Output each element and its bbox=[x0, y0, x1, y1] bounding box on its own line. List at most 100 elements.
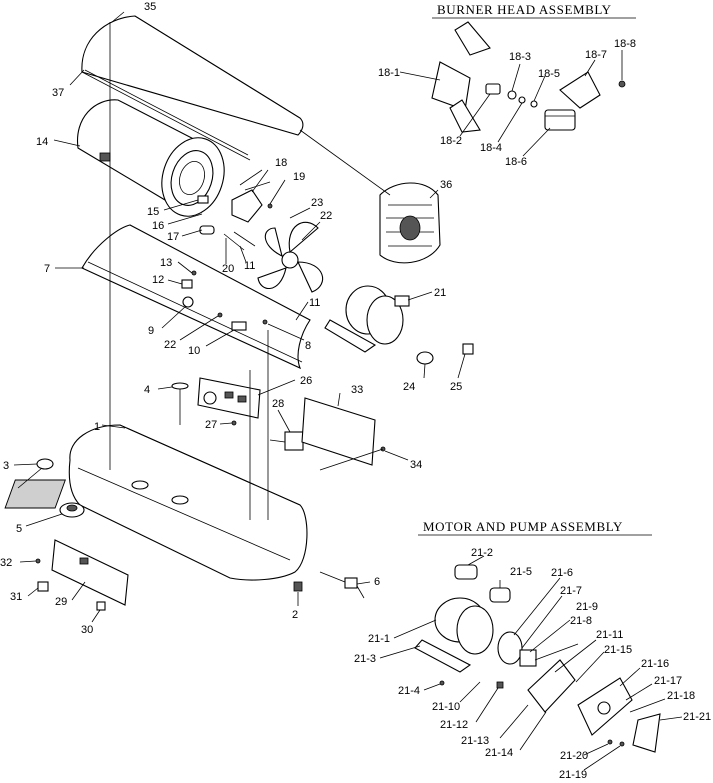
label-22: 22 bbox=[320, 210, 332, 222]
label-1: 1 bbox=[94, 421, 100, 433]
pump-end-cover-21-13-part bbox=[527, 659, 576, 713]
label-24: 24 bbox=[403, 381, 415, 393]
nozzle-17-part bbox=[199, 225, 215, 235]
label-18-7: 18-7 bbox=[585, 49, 607, 61]
fuel-cap-5-part bbox=[59, 502, 85, 518]
label-33: 33 bbox=[351, 384, 363, 396]
label-21-7: 21-7 bbox=[560, 585, 582, 597]
burner-bracket-18-7-part bbox=[559, 71, 601, 109]
burner-head-assembly-title: BURNER HEAD ASSEMBLY bbox=[437, 2, 612, 17]
label-11-lower: 11 bbox=[309, 297, 320, 309]
motor-21-1-part bbox=[414, 597, 494, 673]
label-21-20: 21-20 bbox=[560, 750, 588, 762]
label-21-21: 21-21 bbox=[683, 711, 711, 723]
label-21-12: 21-12 bbox=[440, 719, 468, 731]
burner-washer-18-4-part bbox=[518, 96, 526, 104]
label-21: 21 bbox=[434, 287, 446, 299]
pump-insert-21-5-part bbox=[489, 587, 511, 603]
label-18-2: 18-2 bbox=[440, 135, 462, 147]
label-21-1: 21-1 bbox=[368, 633, 390, 645]
label-18-5: 18-5 bbox=[538, 68, 560, 80]
screw-22b-part bbox=[217, 312, 223, 318]
label-31: 31 bbox=[10, 591, 22, 603]
label-17: 17 bbox=[167, 231, 179, 243]
control-board-part bbox=[197, 377, 261, 419]
label-21-8: 21-8 bbox=[570, 615, 592, 627]
label-29: 29 bbox=[55, 596, 67, 608]
label-25: 25 bbox=[450, 381, 462, 393]
label-21-4: 21-4 bbox=[398, 685, 420, 697]
label-4: 4 bbox=[144, 384, 150, 396]
motor-pump-assembly-title: MOTOR AND PUMP ASSEMBLY bbox=[423, 519, 623, 534]
power-cord-6-part bbox=[319, 571, 365, 599]
burner-screw-18-8-part bbox=[618, 80, 626, 88]
bracket-10-part bbox=[231, 321, 247, 331]
label-21-17: 21-17 bbox=[654, 675, 682, 687]
filter-24-part bbox=[416, 351, 434, 365]
switch-31-part bbox=[37, 581, 49, 592]
label-18-8: 18-8 bbox=[614, 38, 636, 50]
screw-8-part bbox=[262, 319, 268, 325]
label-19: 19 bbox=[293, 171, 305, 183]
motor-assembly-part bbox=[324, 285, 410, 353]
label-14: 14 bbox=[36, 136, 48, 148]
label-21-10: 21-10 bbox=[432, 701, 460, 713]
label-15: 15 bbox=[147, 206, 159, 218]
label-21-18: 21-18 bbox=[667, 690, 695, 702]
foot-2-part bbox=[293, 581, 303, 592]
spark-plug-part bbox=[197, 195, 209, 204]
label-20: 20 bbox=[222, 263, 234, 275]
knob-30-part bbox=[96, 601, 106, 611]
leader-lines bbox=[13, 11, 683, 771]
label-21-6: 21-6 bbox=[551, 567, 573, 579]
label-21-3: 21-3 bbox=[354, 653, 376, 665]
label-9: 9 bbox=[148, 325, 154, 337]
label-34: 34 bbox=[410, 459, 422, 471]
label-22-lower: 22 bbox=[164, 339, 176, 351]
pump-gasket-21-6-part bbox=[497, 631, 523, 665]
label-21-9: 21-9 bbox=[576, 601, 598, 613]
label-3: 3 bbox=[3, 460, 9, 472]
fuel-tank-part bbox=[4, 424, 308, 581]
label-21-14: 21-14 bbox=[485, 747, 513, 759]
bracket-33-part bbox=[301, 397, 376, 466]
burner-igniter-18-6-part bbox=[544, 109, 576, 131]
label-28: 28 bbox=[272, 398, 284, 410]
flame-stop-4-part bbox=[171, 382, 189, 425]
transformer-28-part bbox=[269, 431, 304, 451]
side-panel-29-part bbox=[51, 539, 129, 606]
label-13: 13 bbox=[160, 257, 172, 269]
pump-rotor-21-2-part bbox=[454, 564, 478, 580]
label-21-11: 21-11 bbox=[596, 629, 623, 641]
pump-part-21-12-part bbox=[496, 681, 504, 689]
photocell-12-part bbox=[181, 279, 193, 289]
screw-21-19-part bbox=[619, 741, 625, 747]
pump-filter-21-21-part bbox=[632, 713, 661, 753]
label-12: 12 bbox=[152, 274, 164, 286]
bracket-25-part bbox=[462, 343, 474, 355]
rod-11-part bbox=[233, 231, 256, 247]
label-21-2: 21-2 bbox=[471, 547, 493, 559]
label-11-upper: 11 bbox=[244, 260, 255, 272]
screw-32-part bbox=[35, 558, 41, 564]
label-10: 10 bbox=[188, 345, 200, 357]
lower-shell-part bbox=[81, 224, 311, 370]
label-18-4: 18-4 bbox=[480, 142, 502, 154]
screw-13-part bbox=[191, 270, 197, 276]
label-21-13: 21-13 bbox=[461, 735, 489, 747]
label-6: 6 bbox=[374, 576, 380, 588]
pump-cover-21-16-part bbox=[577, 677, 633, 736]
burner-vane-18-1-part bbox=[431, 21, 491, 133]
label-21-16: 21-16 bbox=[641, 658, 669, 670]
screw-21-20-part bbox=[607, 739, 613, 745]
screw-19-part bbox=[267, 203, 273, 209]
burner-head-part bbox=[231, 169, 271, 223]
label-18-1: 18-1 bbox=[378, 67, 400, 79]
screw-27-part bbox=[231, 420, 237, 426]
label-18-6: 18-6 bbox=[505, 156, 527, 168]
label-32: 32 bbox=[0, 557, 12, 569]
label-35: 35 bbox=[144, 1, 156, 13]
label-23: 23 bbox=[311, 197, 323, 209]
